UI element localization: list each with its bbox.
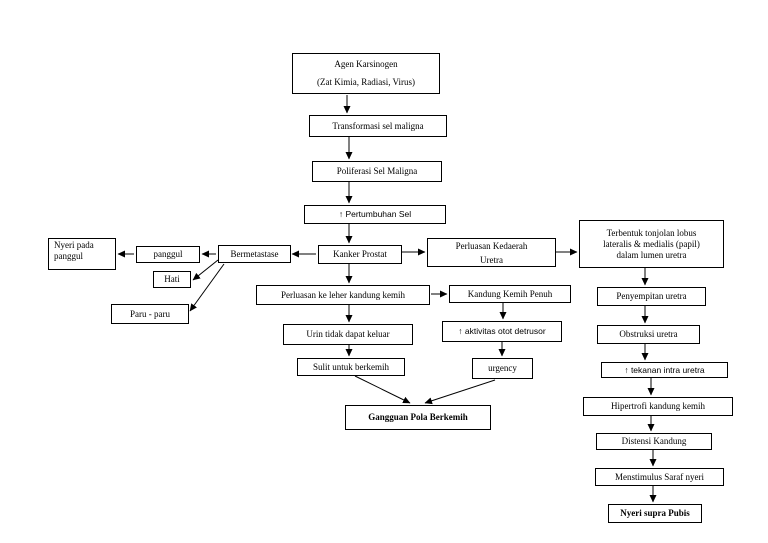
urgency-box: urgency bbox=[472, 358, 533, 379]
tonjolan-box: Terbentuk tonjolan lobus lateralis & med… bbox=[579, 220, 724, 268]
nyeri-supra-label: Nyeri supra Pubis bbox=[620, 508, 690, 518]
aktivitas-box: ↑ aktivitas otot detrusor bbox=[442, 321, 562, 342]
penyempitan-box: Penyempitan uretra bbox=[597, 287, 706, 306]
kanker-prostat-box: Kanker Prostat bbox=[318, 245, 402, 264]
sulit-label: Sulit untuk berkemih bbox=[313, 361, 389, 372]
nyeri-supra-box: Nyeri supra Pubis bbox=[608, 504, 702, 523]
penyempitan-label: Penyempitan uretra bbox=[616, 291, 687, 301]
tonjolan-label-3: dalam lumen uretra bbox=[616, 249, 687, 260]
perluasan-leher-box: Perluasan ke leher kandung kemih bbox=[256, 285, 430, 305]
kandung-penuh-box: Kandung Kemih Penuh bbox=[449, 285, 571, 303]
hati-label: Hati bbox=[164, 274, 180, 284]
agen-karsinogen-box: Agen Karsinogen (Zat Kimia, Radiasi, Vir… bbox=[292, 53, 440, 94]
paru-label: Paru - paru bbox=[130, 308, 170, 319]
obstruksi-label: Obstruksi uretra bbox=[619, 329, 678, 339]
gangguan-box: Gangguan Pola Berkemih bbox=[345, 405, 491, 430]
nyeri-panggul-label-1: Nyeri pada bbox=[54, 240, 94, 250]
gangguan-label: Gangguan Pola Berkemih bbox=[368, 412, 468, 422]
poliferasi-label: Poliferasi Sel Maligna bbox=[336, 166, 418, 176]
arrow-bermetastase-hati bbox=[192, 259, 219, 281]
panggul-label: panggul bbox=[153, 249, 183, 259]
transformasi-box: Transformasi sel maligna bbox=[309, 115, 447, 137]
tonjolan-label-1: Terbentuk tonjolan lobus bbox=[606, 227, 697, 238]
tonjolan-label-2: lateralis & medialis (papil) bbox=[603, 238, 700, 249]
nyeri-panggul-box: Nyeri pada panggul bbox=[48, 238, 116, 270]
kanker-prostat-label: Kanker Prostat bbox=[333, 249, 387, 259]
perluasan-uretra-label-2: Uretra bbox=[480, 255, 503, 265]
kandung-penuh-label: Kandung Kemih Penuh bbox=[467, 288, 553, 299]
menstimulus-label: Menstimulus Saraf nyeri bbox=[615, 471, 704, 482]
agen-karsinogen-label: Agen Karsinogen bbox=[334, 58, 398, 69]
bermetastase-label: Bermetastase bbox=[230, 248, 279, 259]
tekanan-label: ↑ tekanan intra uretra bbox=[624, 364, 705, 375]
hipertrofi-label: Hipertrofi kandung kemih bbox=[611, 401, 705, 411]
nyeri-panggul-label-2: panggul bbox=[54, 251, 83, 261]
transformasi-label: Transformasi sel maligna bbox=[332, 120, 424, 131]
distensi-label: Distensi Kandung bbox=[621, 436, 687, 446]
pertumbuhan-box: ↑ Pertumbuhan Sel bbox=[304, 205, 446, 224]
urin-box: Urin tidak dapat keluar bbox=[283, 324, 413, 345]
paru-box: Paru - paru bbox=[111, 304, 189, 324]
arrow-urgency-gangguan bbox=[424, 379, 496, 405]
poliferasi-box: Poliferasi Sel Maligna bbox=[312, 161, 442, 182]
aktivitas-label: ↑ aktivitas otot detrusor bbox=[458, 326, 546, 336]
pertumbuhan-label: ↑ Pertumbuhan Sel bbox=[338, 209, 412, 219]
bermetastase-box: Bermetastase bbox=[218, 245, 291, 263]
perluasan-uretra-box: Perluasan Kedaerah Uretra bbox=[427, 238, 556, 267]
tekanan-box: ↑ tekanan intra uretra bbox=[601, 362, 728, 378]
sulit-box: Sulit untuk berkemih bbox=[297, 358, 405, 376]
agen-karsinogen-sublabel: (Zat Kimia, Radiasi, Virus) bbox=[316, 77, 416, 88]
perluasan-leher-label: Perluasan ke leher kandung kemih bbox=[281, 289, 405, 300]
menstimulus-box: Menstimulus Saraf nyeri bbox=[595, 468, 724, 486]
panggul-box: panggul bbox=[136, 246, 200, 263]
urin-label: Urin tidak dapat keluar bbox=[306, 329, 390, 339]
distensi-box: Distensi Kandung bbox=[596, 433, 712, 450]
hipertrofi-box: Hipertrofi kandung kemih bbox=[583, 397, 733, 416]
obstruksi-box: Obstruksi uretra bbox=[597, 325, 700, 344]
perluasan-uretra-label-1: Perluasan Kedaerah bbox=[455, 241, 528, 251]
urgency-label: urgency bbox=[488, 363, 517, 373]
arrow-bermetastase-paru bbox=[189, 263, 225, 312]
arrow-sulit-gangguan bbox=[354, 375, 411, 404]
hati-box: Hati bbox=[153, 271, 191, 288]
